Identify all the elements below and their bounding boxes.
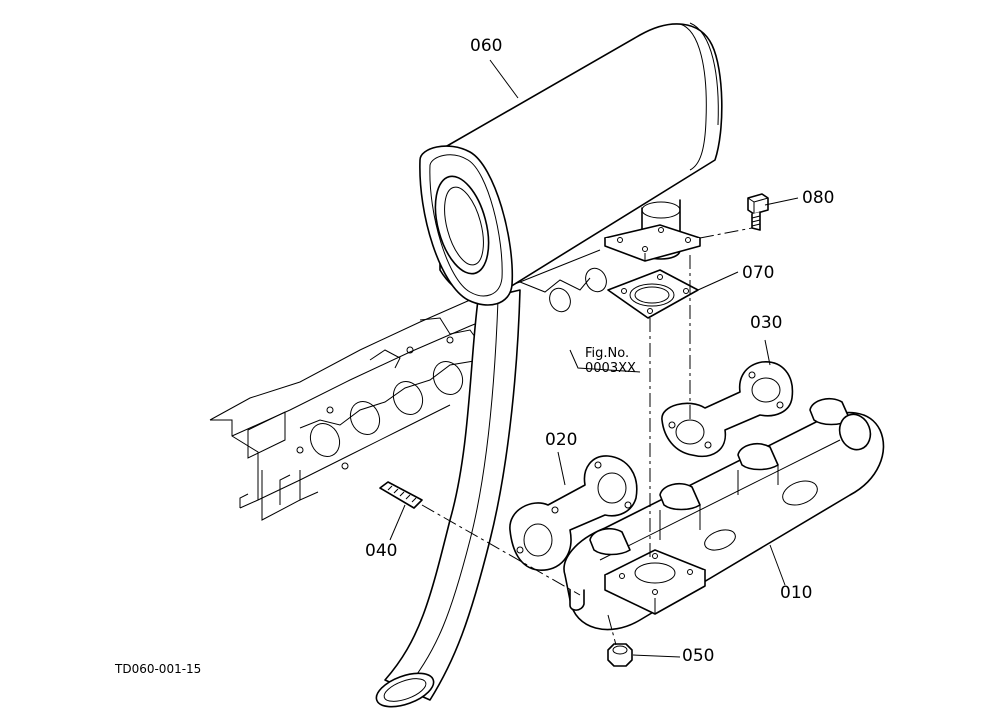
drawing-code: TD060-001-15 (115, 662, 202, 676)
stud-040 (379, 481, 423, 509)
callout-060: 060 (470, 36, 503, 56)
cylinder-head-outline (209, 249, 607, 521)
muffler-body (419, 22, 723, 306)
figure-reference: Fig.No. 0003XX (585, 346, 636, 376)
callout-010: 010 (780, 583, 813, 603)
gasket-020 (509, 455, 638, 571)
bolt-080 (747, 193, 769, 231)
gasket-030 (661, 361, 794, 457)
muffler-tail-pipe (375, 289, 521, 708)
assembly-lines (421, 227, 753, 646)
callout-080: 080 (802, 188, 835, 208)
nut-050 (607, 643, 633, 667)
gasket-070 (607, 269, 699, 319)
callout-030: 030 (750, 313, 783, 333)
callout-050: 050 (682, 646, 715, 666)
callout-020: 020 (545, 430, 578, 450)
figure-reference-label: Fig.No. (585, 346, 630, 361)
callout-070: 070 (742, 263, 775, 283)
leader-lines (389, 59, 799, 658)
exhaust-manifold (563, 398, 885, 631)
figure-reference-number: 0003XX (585, 361, 636, 376)
muffler-flange (604, 199, 701, 262)
callout-040: 040 (365, 541, 398, 561)
